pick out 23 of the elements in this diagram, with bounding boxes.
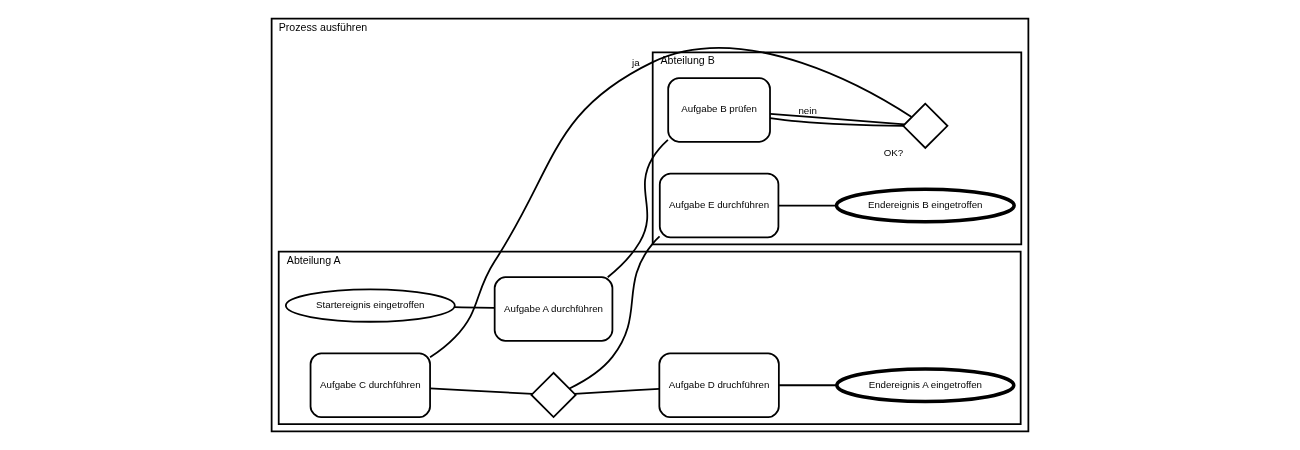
edge-label: ja: [632, 57, 640, 69]
connector: [429, 387, 534, 395]
connector: [778, 384, 838, 387]
connector: [573, 387, 661, 395]
node-diamond: [530, 371, 577, 419]
connector: [769, 112, 906, 126]
node-label: OK?: [883, 146, 904, 158]
node-ellipse: Endereignis B eingetroffen: [834, 187, 1016, 224]
node-ellipse: Endereignis A eingetroffen: [835, 367, 1016, 404]
connector: [429, 47, 913, 359]
connector: [606, 138, 669, 279]
node-diamond: [901, 102, 949, 150]
node-box: Aufgabe D druchführen: [658, 352, 780, 418]
node-box: Aufgabe E durchführen: [658, 172, 780, 239]
node-box: Aufgabe B prüfen: [667, 77, 771, 143]
connector: [453, 306, 496, 309]
node-box: Aufgabe C durchführen: [309, 352, 431, 418]
connector: [777, 204, 837, 207]
edge-label: nein: [798, 105, 817, 117]
node-box: Aufgabe A durchführen: [493, 276, 614, 342]
node-ellipse: Startereignis eingetroffen: [284, 288, 456, 323]
connector: [769, 117, 905, 127]
connector: [568, 235, 661, 390]
